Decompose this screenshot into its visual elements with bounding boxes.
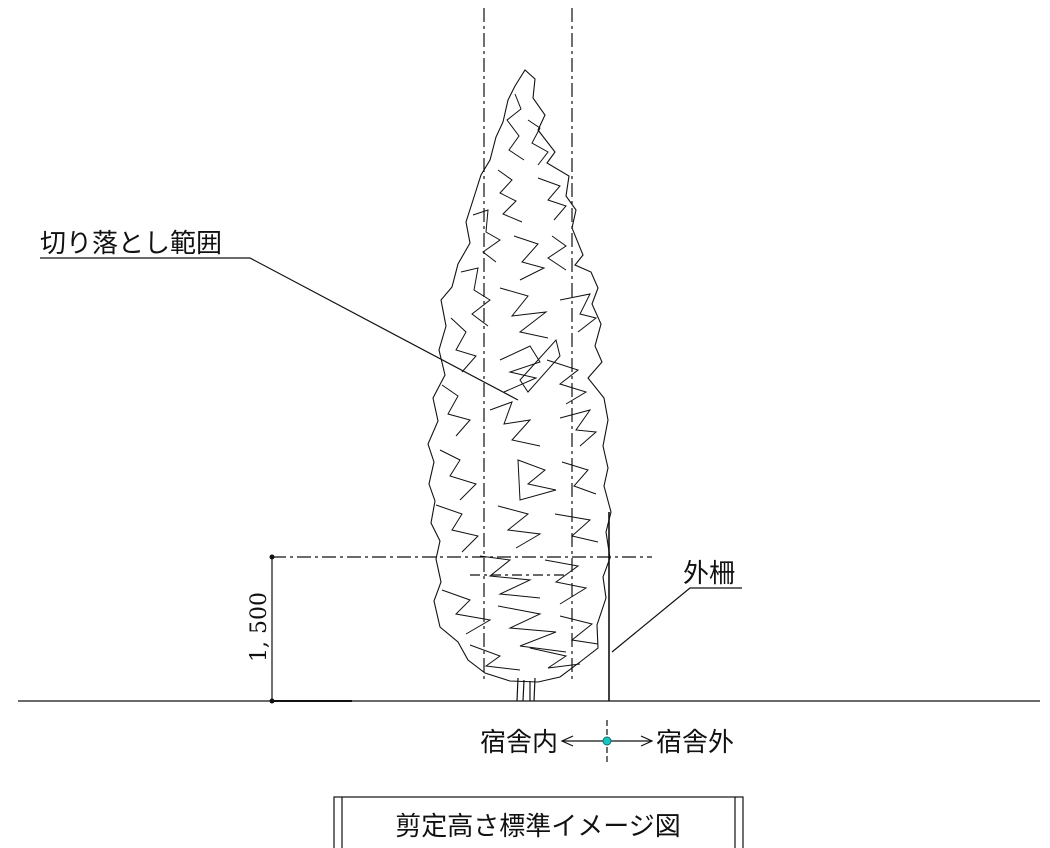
title-frame <box>333 796 744 848</box>
diagram-title: 剪定高さ標準イメージ図 <box>395 812 680 842</box>
outside-label: 宿舎外 <box>656 728 734 758</box>
tree-trunk <box>516 677 536 702</box>
cut-range-leader-line <box>40 257 519 401</box>
inside-label: 宿舎内 <box>480 728 558 758</box>
arrow-outside <box>640 735 654 747</box>
dimension-label: 1, 500 <box>247 592 272 662</box>
center-marker-dot <box>602 736 612 746</box>
fence-leader-line <box>611 587 742 653</box>
cut-range-label: 切り落とし範囲 <box>40 229 222 259</box>
tree-foliage <box>435 93 599 671</box>
outer-fence-label: 外柵 <box>683 559 735 589</box>
tree-outline <box>427 69 612 683</box>
